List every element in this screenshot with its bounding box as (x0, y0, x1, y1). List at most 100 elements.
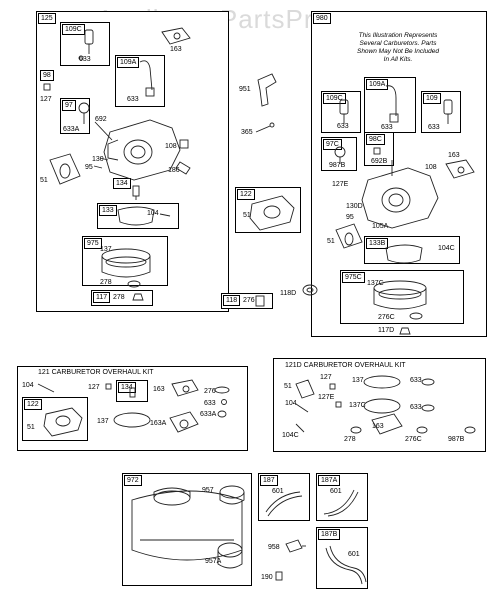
mixture-screw-icon (78, 29, 94, 61)
bowl-nut-icon (302, 284, 318, 296)
part-label-601: 601 (348, 551, 360, 558)
spring-icon (43, 83, 51, 91)
gasket-icon (169, 411, 199, 433)
carburetor-body-icon (361, 160, 439, 229)
part-label-958: 958 (268, 544, 280, 551)
assembly-187b-tag: 187B (318, 529, 341, 540)
gasket-icon (371, 413, 403, 435)
part-label-633: 633 (381, 124, 393, 131)
part-label-127e: 127E (318, 394, 335, 401)
part-label-633: 633 (428, 124, 440, 131)
part-label-130: 130 (92, 156, 104, 163)
part-label-137: 137 (352, 377, 364, 384)
choke-shaft-icon (37, 383, 55, 393)
part-label-109a: 109A (117, 57, 140, 68)
part-label-133b: 133B (366, 238, 389, 249)
clamp-icon (275, 571, 283, 581)
mixture-screw-icon (443, 99, 453, 124)
part-label-975c: 975C (342, 272, 365, 283)
part-label-137c: 137C (367, 280, 384, 287)
part-label-105a: 105A (372, 223, 389, 230)
part-label-276: 276 (243, 297, 255, 304)
kit-121d-box[interactable] (273, 358, 486, 452)
part-label-98c: 98C (366, 134, 385, 145)
spring-icon (329, 383, 342, 408)
part-label-163: 163 (448, 152, 460, 159)
part-label-276: 276 (204, 388, 216, 395)
part-label-365: 365 (241, 129, 253, 136)
part-label-108: 108 (425, 164, 437, 171)
gasket-icon (161, 27, 191, 45)
part-label-127: 127 (40, 96, 52, 103)
fuel-tank-icon (131, 487, 243, 561)
choke-lever-icon (257, 73, 277, 107)
part-label-601: 601 (272, 488, 284, 495)
choke-shaft-icon (295, 403, 309, 433)
part-label-163a: 163A (150, 420, 167, 427)
part-label-987b: 987B (448, 436, 465, 443)
bowl-nut-icon (132, 293, 144, 301)
part-label-104: 104 (285, 400, 297, 407)
kit-121-title: 121 CARBURETOR OVERHAUL KIT (38, 369, 154, 376)
fuel-line-icon (325, 545, 367, 585)
part-label-108: 108 (165, 143, 177, 150)
part-label-133: 133 (99, 205, 117, 216)
fuel-cap-icon (219, 485, 245, 505)
part-label-276c: 276C (378, 314, 395, 321)
part-label-692b: 692B (371, 158, 388, 165)
subassembly-122-box[interactable] (235, 187, 301, 233)
part-label-95: 95 (85, 164, 93, 171)
part-label-118d: 118D (280, 290, 297, 297)
o-ring-icon (421, 378, 476, 434)
illustration-note-line-3: Shown May Not Be Included (356, 48, 440, 55)
spacer-gasket-icon (43, 407, 83, 437)
intake-gasket-icon (49, 153, 81, 185)
intake-gasket-icon (295, 379, 315, 399)
part-label-134: 134 (118, 382, 136, 393)
part-label-633: 633 (79, 56, 91, 63)
float-icon (385, 244, 423, 264)
idle-jet-icon (139, 60, 155, 97)
idle-jet-icon (385, 85, 399, 123)
spacer-gasket-icon (249, 195, 295, 231)
part-label-601: 601 (330, 488, 342, 495)
part-label-51: 51 (284, 383, 292, 390)
part-label-278: 278 (344, 436, 356, 443)
subassembly-109c-box[interactable] (60, 22, 110, 66)
part-label-51: 51 (327, 238, 335, 245)
part-label-186: 186 (168, 167, 180, 174)
bowl-nut-icon (399, 327, 411, 335)
part-label-127: 127 (320, 374, 332, 381)
part-label-97: 97 (62, 100, 76, 111)
illustration-note-line-2: Several Carburetors. Parts (359, 40, 437, 47)
fuel-filter-icon (217, 542, 243, 569)
subassembly-133b-box[interactable] (364, 236, 460, 264)
carburetor-body-icon (94, 119, 181, 181)
inlet-needle-icon (132, 185, 140, 200)
part-label-276c: 276C (405, 436, 422, 443)
part-label-957a: 957A (205, 558, 222, 565)
assembly-187-box[interactable] (258, 473, 310, 521)
part-label-633: 633 (127, 96, 139, 103)
assembly-187-tag: 187 (260, 475, 278, 486)
part-label-190: 190 (261, 574, 273, 581)
assembly-972-box[interactable] (122, 473, 252, 586)
assembly-125-tag: 125 (38, 13, 56, 24)
illustration-note-line-4: In All Kits. (383, 56, 413, 63)
part-label-987b: 987B (329, 162, 346, 169)
part-label-134: 134 (113, 178, 131, 189)
bowl-screw-icon (350, 426, 428, 434)
part-label-137: 137 (97, 418, 109, 425)
part-label-957: 957 (202, 487, 214, 494)
part-label-104: 104 (147, 210, 159, 217)
gasket-icon (445, 159, 475, 179)
part-label-278: 278 (113, 294, 125, 301)
part-label-104c: 104C (438, 245, 455, 252)
part-label-633: 633 (337, 123, 349, 130)
intake-gasket-icon (335, 223, 363, 249)
part-label-951: 951 (239, 86, 251, 93)
fuel-line-icon (323, 489, 359, 517)
part-label-975: 975 (84, 238, 102, 249)
part-label-163: 163 (170, 46, 182, 53)
part-label-98: 98 (40, 70, 54, 81)
